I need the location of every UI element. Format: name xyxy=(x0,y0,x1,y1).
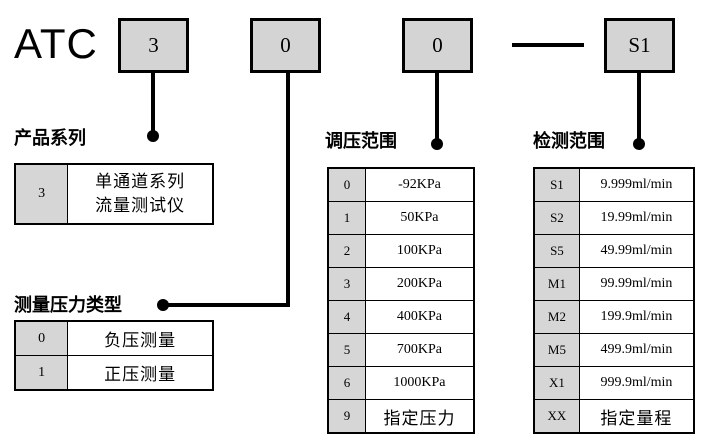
cell-code: M5 xyxy=(533,333,580,367)
cell-description: 指定量程 xyxy=(578,399,695,434)
cell-description: 指定压力 xyxy=(364,399,475,434)
cell-code: M2 xyxy=(533,300,580,334)
table-row: X1 999.9ml/min xyxy=(533,366,695,400)
cell-description: 49.99ml/min xyxy=(578,234,695,268)
cell-description: 199.9ml/min xyxy=(578,300,695,334)
table-row: 3 单通道系列 流量测试仪 xyxy=(14,163,214,225)
table-row: 3 200KPa xyxy=(327,267,475,301)
leader-dot-detection-range xyxy=(633,138,645,150)
table-row: 1 50KPa xyxy=(327,201,475,235)
model-prefix-label: ATC xyxy=(14,20,98,67)
cell-code: 2 xyxy=(327,234,366,268)
code-box-series[interactable]: 3 xyxy=(118,18,189,73)
section-label-pressure-range: 调压范围 xyxy=(325,131,397,151)
table-product-series: 3 单通道系列 流量测试仪 xyxy=(14,163,214,225)
table-pressure-range: 0 -92KPa 1 50KPa 2 100KPa 3 200KPa 4 400… xyxy=(327,167,475,434)
table-row: M1 99.99ml/min xyxy=(533,267,695,301)
cell-code: 9 xyxy=(327,399,366,434)
table-row: M2 199.9ml/min xyxy=(533,300,695,334)
leader-dot-pressure-range xyxy=(431,138,443,150)
cell-description: 9.999ml/min xyxy=(578,167,695,202)
desc-line-2: 流量测试仪 xyxy=(95,196,186,215)
section-label-detection-range: 检测范围 xyxy=(533,131,605,151)
table-row: 4 400KPa xyxy=(327,300,475,334)
table-row: 1 正压测量 xyxy=(14,355,214,391)
table-row: 9 指定压力 xyxy=(327,399,475,434)
cell-code: S5 xyxy=(533,234,580,268)
code-box-pressure-range[interactable]: 0 xyxy=(402,18,473,73)
table-row: 0 -92KPa xyxy=(327,167,475,202)
table-row: 6 1000KPa xyxy=(327,366,475,400)
cell-code: S1 xyxy=(533,167,580,202)
separator-dash xyxy=(512,43,584,47)
table-row: S1 9.999ml/min xyxy=(533,167,695,202)
table-detection-range: S1 9.999ml/min S2 19.99ml/min S5 49.99ml… xyxy=(533,167,695,434)
cell-description: 499.9ml/min xyxy=(578,333,695,367)
table-row: 5 700KPa xyxy=(327,333,475,367)
table-row: S5 49.99ml/min xyxy=(533,234,695,268)
cell-code: 5 xyxy=(327,333,366,367)
cell-description: 19.99ml/min xyxy=(578,201,695,235)
table-row: 0 负压测量 xyxy=(14,320,214,356)
code-box-pressure-type[interactable]: 0 xyxy=(250,18,321,73)
cell-code: X1 xyxy=(533,366,580,400)
cell-code: 3 xyxy=(14,163,69,225)
cell-description: 1000KPa xyxy=(364,366,475,400)
cell-description: 100KPa xyxy=(364,234,475,268)
desc-line-1: 单通道系列 xyxy=(95,172,186,191)
table-row: S2 19.99ml/min xyxy=(533,201,695,235)
cell-description: 单通道系列 流量测试仪 xyxy=(67,163,214,225)
table-row: XX 指定量程 xyxy=(533,399,695,434)
cell-code: 0 xyxy=(327,167,366,202)
cell-description: 200KPa xyxy=(364,267,475,301)
cell-description: 正压测量 xyxy=(67,355,214,391)
table-row: 2 100KPa xyxy=(327,234,475,268)
cell-code: XX xyxy=(533,399,580,434)
cell-code: 1 xyxy=(14,355,69,391)
code-box-detection-range[interactable]: S1 xyxy=(604,18,675,73)
cell-code: 1 xyxy=(327,201,366,235)
cell-code: M1 xyxy=(533,267,580,301)
cell-code: 3 xyxy=(327,267,366,301)
leader-dot-pressure-type xyxy=(157,299,169,311)
table-row: M5 499.9ml/min xyxy=(533,333,695,367)
cell-description: 700KPa xyxy=(364,333,475,367)
table-pressure-type: 0 负压测量 1 正压测量 xyxy=(14,320,214,391)
section-label-series: 产品系列 xyxy=(14,128,86,148)
cell-description: 50KPa xyxy=(364,201,475,235)
leader-dot-series xyxy=(147,130,159,142)
cell-description: 400KPa xyxy=(364,300,475,334)
section-label-pressure-type: 测量压力类型 xyxy=(14,295,122,315)
cell-code: 4 xyxy=(327,300,366,334)
cell-description: 负压测量 xyxy=(67,320,214,356)
cell-code: S2 xyxy=(533,201,580,235)
cell-description: 99.99ml/min xyxy=(578,267,695,301)
cell-code: 0 xyxy=(14,320,69,356)
cell-description: -92KPa xyxy=(364,167,475,202)
cell-code: 6 xyxy=(327,366,366,400)
cell-description: 999.9ml/min xyxy=(578,366,695,400)
